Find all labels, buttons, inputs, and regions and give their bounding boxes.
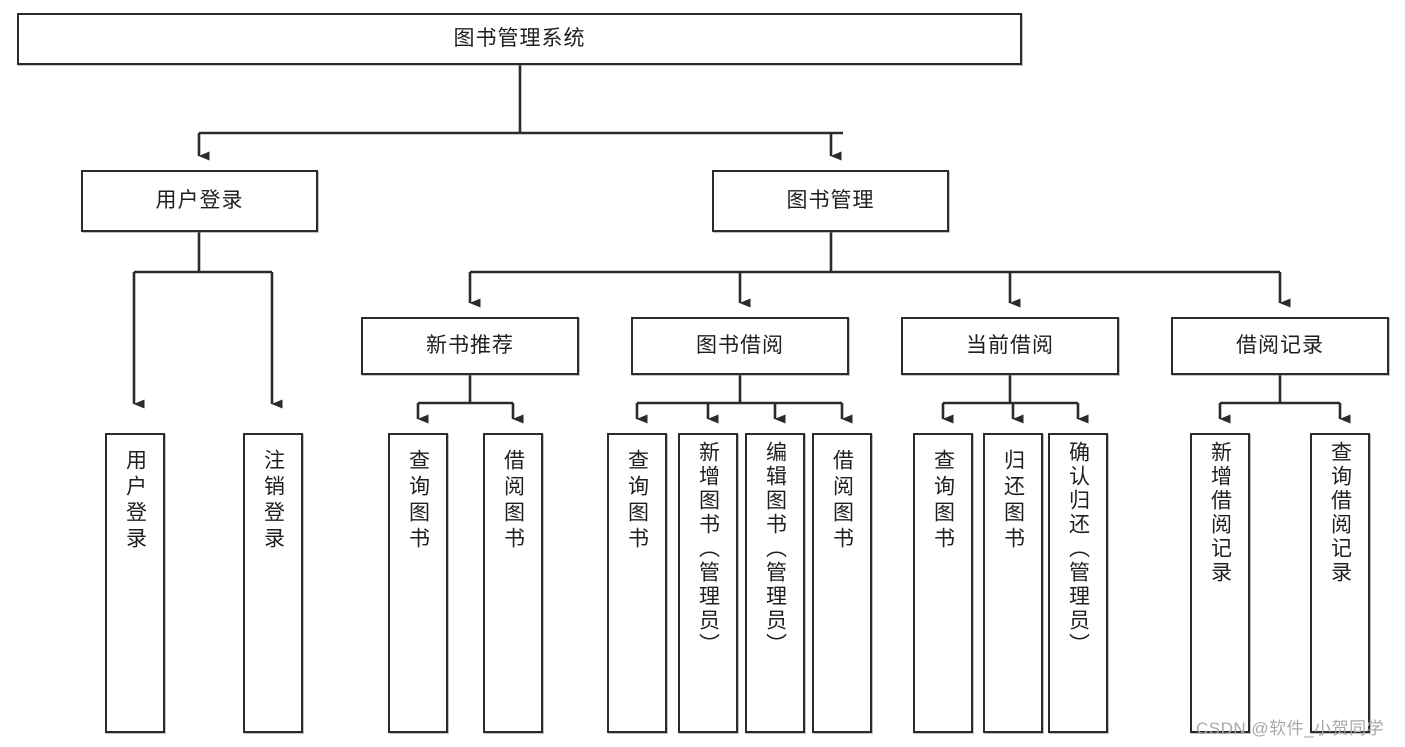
node-leaf-logout-login[interactable]: 注销登录 xyxy=(243,433,303,733)
node-leaf-add-book-label: 新增图书（管理员） xyxy=(696,441,720,657)
node-root[interactable]: 图书管理系统 xyxy=(17,13,1022,65)
node-book-borrow-label: 图书借阅 xyxy=(696,333,784,357)
node-current-borrow-label: 当前借阅 xyxy=(966,333,1054,357)
node-leaf-user-login[interactable]: 用户登录 xyxy=(105,433,165,733)
node-leaf-return-book[interactable]: 归还图书 xyxy=(983,433,1043,733)
node-leaf-query-book-2[interactable]: 查询图书 xyxy=(607,433,667,733)
node-user-login-label: 用户登录 xyxy=(155,188,244,212)
node-leaf-borrow-book-1-label: 借阅图书 xyxy=(501,449,525,553)
node-current-borrow[interactable]: 当前借阅 xyxy=(901,317,1119,375)
node-leaf-query-book-1-label: 查询图书 xyxy=(406,449,430,553)
node-new-book-recommend[interactable]: 新书推荐 xyxy=(361,317,579,375)
node-book-borrow[interactable]: 图书借阅 xyxy=(631,317,849,375)
node-root-label: 图书管理系统 xyxy=(453,26,586,50)
node-leaf-confirm-return-label: 确认归还（管理员） xyxy=(1066,441,1090,657)
node-leaf-borrow-book-2-label: 借阅图书 xyxy=(830,449,854,553)
node-leaf-confirm-return[interactable]: 确认归还（管理员） xyxy=(1048,433,1108,733)
node-leaf-add-book[interactable]: 新增图书（管理员） xyxy=(678,433,738,733)
node-leaf-query-book-3-label: 查询图书 xyxy=(931,449,955,553)
node-leaf-query-book-2-label: 查询图书 xyxy=(625,449,649,553)
node-leaf-query-book-1[interactable]: 查询图书 xyxy=(388,433,448,733)
node-borrow-record[interactable]: 借阅记录 xyxy=(1171,317,1389,375)
node-leaf-edit-book[interactable]: 编辑图书（管理员） xyxy=(745,433,805,733)
node-leaf-query-record[interactable]: 查询借阅记录 xyxy=(1310,433,1370,733)
node-leaf-borrow-book-1[interactable]: 借阅图书 xyxy=(483,433,543,733)
node-leaf-query-book-3[interactable]: 查询图书 xyxy=(913,433,973,733)
node-leaf-return-book-label: 归还图书 xyxy=(1001,449,1025,553)
node-book-management-label: 图书管理 xyxy=(786,188,875,212)
node-leaf-borrow-book-2[interactable]: 借阅图书 xyxy=(812,433,872,733)
node-leaf-user-login-label: 用户登录 xyxy=(123,449,147,553)
node-leaf-query-record-label: 查询借阅记录 xyxy=(1328,441,1352,585)
node-borrow-record-label: 借阅记录 xyxy=(1236,333,1324,357)
node-leaf-logout-login-label: 注销登录 xyxy=(261,449,285,553)
node-leaf-add-record[interactable]: 新增借阅记录 xyxy=(1190,433,1250,733)
node-leaf-add-record-label: 新增借阅记录 xyxy=(1208,441,1232,585)
node-leaf-edit-book-label: 编辑图书（管理员） xyxy=(763,441,787,657)
node-new-book-recommend-label: 新书推荐 xyxy=(426,333,514,357)
node-book-management[interactable]: 图书管理 xyxy=(712,170,949,232)
node-user-login[interactable]: 用户登录 xyxy=(81,170,318,232)
